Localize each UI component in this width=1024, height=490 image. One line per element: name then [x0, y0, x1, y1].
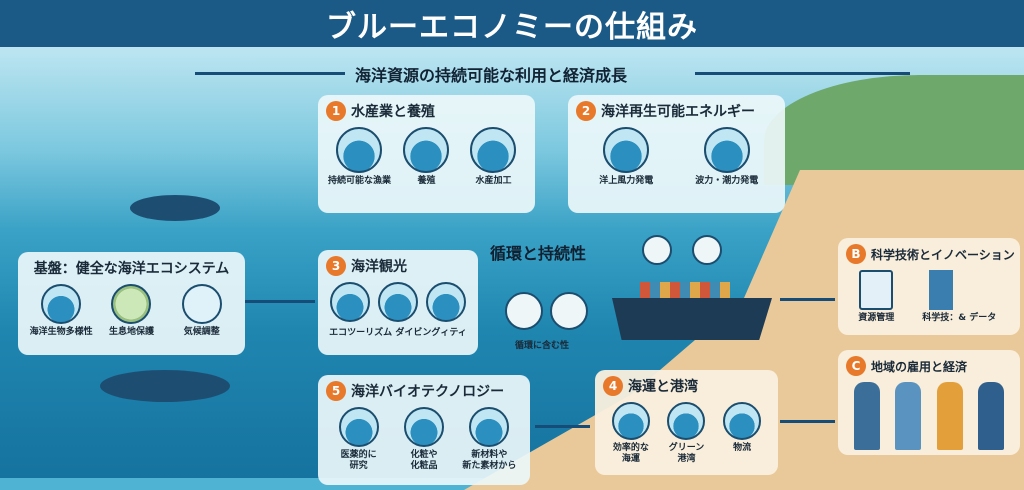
- card-title: 基盤：健全な海洋エコシステム: [33, 261, 230, 277]
- flow-arrow: [695, 72, 910, 75]
- badge: 2: [576, 101, 596, 121]
- badge: B: [846, 244, 866, 264]
- badge: 5: [326, 381, 346, 401]
- fish-processing-icon: [470, 127, 517, 173]
- green-port-icon: [667, 402, 706, 440]
- center-label: 循環と持続性: [490, 244, 587, 263]
- diver-icon: [377, 282, 418, 322]
- flow-arrow: [245, 300, 315, 303]
- item-label: 気候調整: [183, 327, 220, 337]
- card-title: 海洋再生可能エネルギー: [601, 104, 755, 120]
- workers-illustration: [846, 382, 1012, 450]
- item-label: グリーン 港湾: [668, 443, 705, 464]
- item-label: 資源管理: [858, 313, 895, 323]
- card-fisheries: 1 水産業と養殖 持続可能な漁業 養殖 水産加工: [318, 95, 535, 213]
- truck-icon: [723, 402, 762, 440]
- test-tube-icon: [338, 407, 379, 447]
- ship-icon: [611, 402, 650, 440]
- item-label: 医薬的に 研究: [340, 450, 377, 471]
- item-label: 水産加工: [475, 176, 512, 186]
- flow-arrow: [535, 425, 590, 428]
- item-label: ィティ: [440, 328, 467, 338]
- document-icon: [505, 292, 543, 330]
- item-label: 養殖: [417, 176, 436, 186]
- coral-icon: [41, 284, 82, 324]
- item-label: 新材料や 新た素材から: [462, 450, 517, 471]
- header: ブルーエコノミーの仕組み: [0, 0, 1024, 47]
- center-sub-label: 循環に含む性: [515, 341, 570, 351]
- cargo-ship-illustration: [612, 298, 772, 340]
- card-title: 地域の雇用と経済: [871, 359, 968, 374]
- item-label: 物流: [733, 443, 752, 453]
- item-label: 効率的な 海運: [612, 443, 649, 464]
- card-title: 水産業と養殖: [351, 104, 435, 120]
- card-tourism: 3 海洋観光 エコツーリズム ダイビングィティ: [318, 250, 478, 355]
- cloud-icon: [181, 284, 222, 324]
- item-label: 生息地保護: [108, 327, 154, 337]
- item-label: 洋上風力発電: [599, 176, 654, 186]
- flow-arrow: [780, 420, 835, 423]
- flow-arrow: [780, 298, 835, 301]
- card-shipping: 4 海運と港湾 効率的な 海運 グリーン 港湾 物流: [595, 370, 778, 475]
- badge: 4: [603, 376, 623, 396]
- item-label: ダイビング: [395, 328, 441, 338]
- card-renewable-energy: 2 海洋再生可能エネルギー 洋上風力発電 波力・潮力発電: [568, 95, 785, 213]
- badge: 1: [326, 101, 346, 121]
- card-title: 海運と港湾: [628, 379, 698, 395]
- containers-illustration: [640, 282, 730, 300]
- flow-arrow: [195, 72, 345, 75]
- card-title: 科学技術とイノベーション: [871, 247, 1015, 262]
- database-scientist-icon: [929, 270, 990, 310]
- card-title: 海洋観光: [351, 259, 407, 275]
- fishing-icon: [336, 127, 383, 173]
- mountain-icon: [329, 282, 370, 322]
- globe-icon: [642, 235, 672, 265]
- badge: C: [846, 356, 866, 376]
- card-science: B 科学技術とイノベーション 資源管理 科学技：& データ: [838, 238, 1020, 335]
- item-label: 波力・潮力発電: [695, 176, 759, 186]
- clipboard-icon: [859, 270, 894, 310]
- item-label: 持続可能な漁業: [327, 176, 391, 186]
- flask-icon: [403, 407, 444, 447]
- whale-illustration: [130, 195, 220, 221]
- boat-icon: [425, 282, 466, 322]
- item-label: 化粧や 化粧品: [410, 450, 438, 471]
- wave-power-icon: [703, 127, 750, 173]
- item-label: エコツーリズム: [329, 328, 393, 338]
- item-label: 海洋生物多様性: [29, 327, 93, 337]
- card-biotech: 5 海洋バイオテクノロジー 医薬的に 研究 化粧や 化粧品 新材料や 新た素材から: [318, 375, 530, 485]
- card-title: 海洋バイオテクノロジー: [351, 384, 505, 400]
- card-foundation: 基盤：健全な海洋エコシステム 海洋生物多様性 生息地保護 気候調整: [18, 252, 245, 355]
- item-label: 科学技：& データ: [922, 313, 997, 323]
- molecule-icon: [469, 407, 510, 447]
- top-flow-label: 海洋資源の持続可能な利用と経済成長: [355, 66, 628, 85]
- wind-turbine-icon: [603, 127, 650, 173]
- recycle-icon: [550, 292, 588, 330]
- aquaculture-icon: [403, 127, 450, 173]
- tree-icon: [111, 284, 152, 324]
- card-employment: C 地域の雇用と経済: [838, 350, 1020, 455]
- page-title: ブルーエコノミーの仕組み: [326, 9, 698, 45]
- atom-icon: [692, 235, 722, 265]
- badge: 3: [326, 256, 346, 276]
- whale-illustration: [100, 370, 230, 402]
